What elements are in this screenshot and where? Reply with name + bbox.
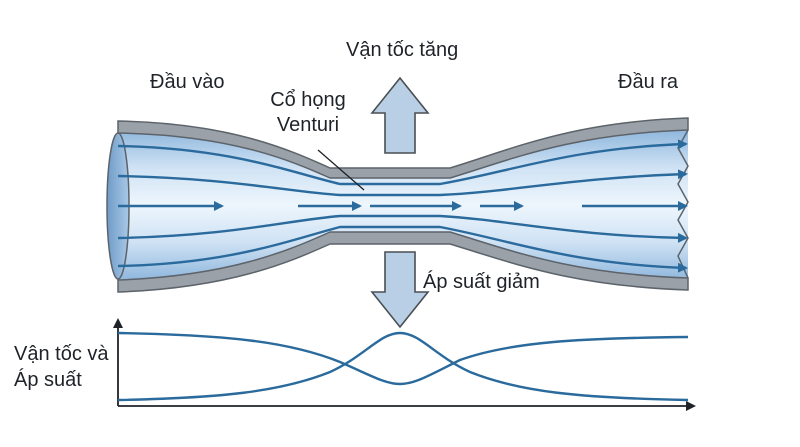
outlet-label: Đầu ra [618,71,679,93]
outlet-edge [677,129,689,279]
streamline-4 [117,214,688,243]
velocity-curve [117,331,689,402]
pressure-down-arrow-icon [370,251,430,329]
pipe-wall-bottom [117,231,689,293]
velocity-up-arrow-icon [370,76,430,154]
graph-ylabel-line1: Vận tốc và [14,343,109,365]
streamline-2 [117,169,688,197]
velocity-increase-label: Vận tốc tăng [346,39,459,61]
pressure-decrease-label: Áp suất giảm [423,271,540,293]
throat-label-line1: Cổ họng [270,89,346,111]
throat-label-line2: Venturi [276,114,340,136]
streamline-5 [117,225,688,273]
streamlines [117,139,688,273]
throat-leader-line [317,149,365,191]
streamline-1 [117,139,688,186]
pressure-curve [117,331,689,386]
inlet-label: Đầu vào [150,71,225,93]
graph-ylabel-line2: Áp suất [14,369,82,391]
